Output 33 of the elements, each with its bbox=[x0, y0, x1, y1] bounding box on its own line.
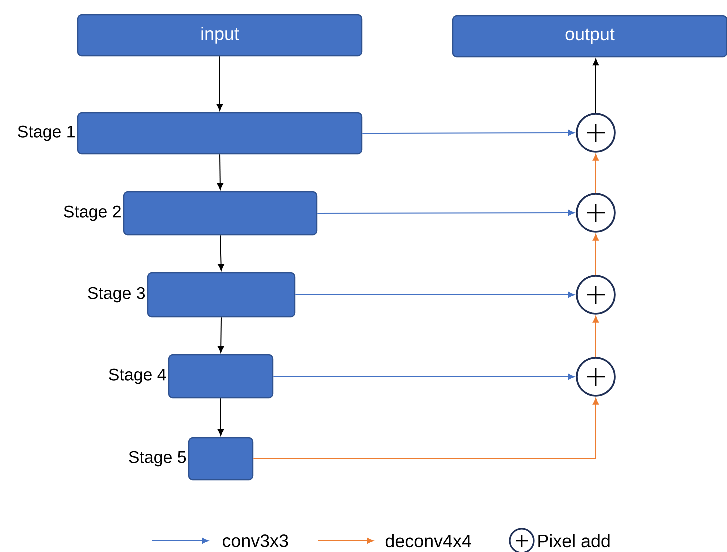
stage-box bbox=[188, 437, 254, 481]
stage-label: Stage 1 bbox=[18, 126, 75, 142]
legend-label: conv3x3 bbox=[222, 534, 288, 548]
arrow bbox=[218, 235, 224, 272]
stage-box bbox=[168, 354, 274, 399]
arrow bbox=[253, 398, 600, 460]
stage-label: Stage 3 bbox=[88, 287, 146, 303]
arrow bbox=[217, 154, 224, 190]
arrow bbox=[218, 317, 224, 354]
input-output-box: input bbox=[77, 14, 363, 57]
arrow bbox=[592, 316, 600, 358]
arrow bbox=[295, 292, 575, 298]
arrow bbox=[592, 234, 600, 276]
stage-box bbox=[77, 112, 363, 155]
arrow bbox=[592, 154, 600, 194]
arrow bbox=[218, 398, 224, 436]
arrow bbox=[216, 56, 224, 112]
stage-label: Stage 2 bbox=[64, 206, 121, 222]
stage-label: Stage 4 bbox=[109, 368, 166, 384]
legend-label: Pixel add bbox=[538, 534, 610, 548]
pixel-add-symbol bbox=[576, 193, 616, 233]
arrow bbox=[273, 374, 575, 380]
legend-label: deconv4x4 bbox=[386, 534, 472, 548]
pixel-add-symbol bbox=[576, 357, 616, 397]
input-output-box: output bbox=[452, 15, 727, 58]
stage-box bbox=[147, 272, 296, 318]
arrow bbox=[317, 210, 575, 216]
arrow bbox=[362, 130, 575, 136]
pixel-add-symbol bbox=[576, 275, 616, 315]
stage-box bbox=[123, 191, 318, 236]
arrow bbox=[592, 58, 600, 114]
stage-label: Stage 5 bbox=[129, 451, 186, 467]
pixel-add-symbol bbox=[576, 113, 616, 153]
